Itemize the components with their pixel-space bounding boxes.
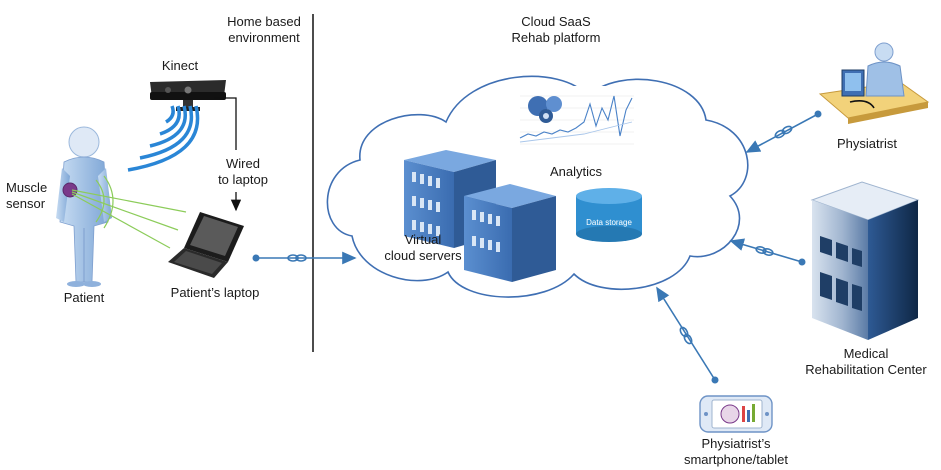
- wired-label: Wired to laptop: [208, 156, 278, 188]
- cloud-platform-line-2: Rehab platform: [511, 30, 601, 45]
- patient-label: Patient: [63, 290, 105, 305]
- data-storage-label: Data storage: [586, 218, 632, 227]
- home-env-line-2: environment: [228, 30, 300, 45]
- physiatrist-label: Physiatrist: [837, 136, 897, 151]
- kinect-wire: [214, 97, 237, 150]
- virtual-line-1: Virtual: [404, 232, 442, 247]
- muscle-line-1: Muscle: [6, 180, 48, 195]
- smartphone-icon: [699, 395, 773, 433]
- medical-line-2: Rehabilitation Center: [805, 362, 927, 377]
- wired-line-2: to laptop: [218, 172, 268, 187]
- chain-link-icon: [679, 326, 693, 345]
- sensor-signal-lines: [71, 175, 187, 249]
- muscle-line-2: sensor: [6, 196, 46, 211]
- physiatrist-phone-label: Physiatrist’s smartphone/tablet: [666, 436, 806, 468]
- chain-link-icon: [287, 254, 307, 262]
- chain-link-icon: [774, 125, 793, 139]
- laptop-icon: [168, 212, 244, 278]
- home-env-line-1: Home based: [227, 14, 301, 29]
- phone-line-1: Physiatrist’s: [701, 436, 771, 451]
- physiatrist-desk-icon: [818, 42, 930, 124]
- building-icon: [810, 181, 920, 340]
- chain-link-icon: [755, 246, 774, 256]
- medical-line-1: Medical: [843, 346, 889, 361]
- server-icon: [404, 150, 556, 282]
- kinect-icon: [150, 80, 226, 111]
- analytics-label: Analytics: [549, 164, 603, 179]
- kinect-waves: [127, 105, 200, 172]
- phone-line-2: smartphone/tablet: [683, 452, 789, 467]
- kinect-label: Kinect: [161, 58, 199, 73]
- medical-center-label: Medical Rehabilitation Center: [796, 346, 936, 378]
- muscle-sensor-icon: [62, 182, 78, 198]
- home-env-label: Home based environment: [214, 14, 314, 46]
- cloud-platform-line-1: Cloud SaaS: [521, 14, 591, 29]
- patients-laptop-label: Patient’s laptop: [170, 285, 260, 300]
- wired-line-1: Wired: [226, 156, 260, 171]
- virtual-servers-label: Virtual cloud servers: [368, 232, 478, 264]
- database-icon: [576, 188, 642, 242]
- muscle-sensor-label: Muscle sensor: [6, 180, 60, 212]
- analytics-chart-icon: [512, 86, 636, 152]
- cloud-platform-label: Cloud SaaS Rehab platform: [496, 14, 616, 46]
- virtual-line-2: cloud servers: [384, 248, 462, 263]
